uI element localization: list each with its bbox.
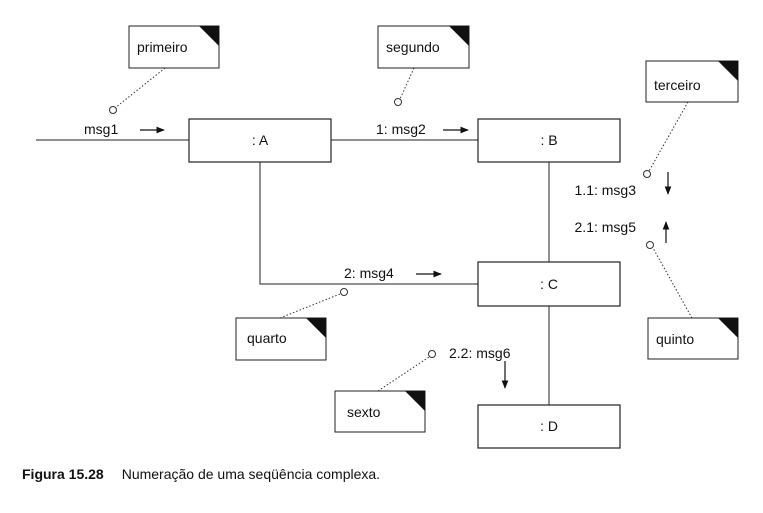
object-d-label: : D bbox=[540, 418, 558, 434]
link-a-c bbox=[259, 162, 478, 285]
figure-caption: Figura 15.28 Numeração de uma seqüência c… bbox=[22, 466, 380, 482]
note-corner-icon bbox=[306, 318, 326, 338]
note-corner-icon bbox=[718, 318, 738, 338]
note-anchor-primeiro bbox=[109, 106, 117, 114]
note-quinto-label: quinto bbox=[656, 331, 694, 347]
figure-number: Figura 15.28 bbox=[22, 466, 104, 482]
message-label-msg6: 2.2: msg6 bbox=[449, 345, 511, 361]
note-corner-icon bbox=[449, 26, 469, 46]
object-a-label: : A bbox=[252, 132, 269, 148]
object-d[interactable]: : D bbox=[477, 404, 621, 449]
note-quarto[interactable]: quarto bbox=[235, 317, 327, 361]
note-primeiro[interactable]: primeiro bbox=[128, 25, 220, 69]
note-segundo-label: segundo bbox=[386, 39, 440, 55]
object-c[interactable]: : C bbox=[477, 261, 621, 307]
message-label-msg5: 2.1: msg5 bbox=[575, 219, 637, 235]
note-corner-icon bbox=[718, 61, 738, 81]
figure-caption-text: Numeração de uma seqüência complexa. bbox=[121, 466, 381, 482]
note-quinto[interactable]: quinto bbox=[647, 317, 739, 360]
note-corner-icon bbox=[199, 26, 219, 46]
object-b[interactable]: : B bbox=[477, 118, 621, 163]
collaboration-diagram: : A : B : C : D msg1 1: msg2 1.1: msg3 2… bbox=[36, 25, 739, 449]
note-primeiro-label: primeiro bbox=[137, 39, 188, 55]
note-anchor-quarto bbox=[340, 288, 348, 296]
note-anchor-terceiro bbox=[643, 170, 651, 178]
note-anchor-segundo bbox=[394, 98, 402, 106]
note-sexto[interactable]: sexto bbox=[334, 390, 426, 433]
object-b-label: : B bbox=[540, 132, 557, 148]
note-quarto-label: quarto bbox=[247, 330, 287, 346]
note-sexto-label: sexto bbox=[347, 404, 381, 420]
object-a[interactable]: : A bbox=[188, 118, 332, 163]
message-label-msg1: msg1 bbox=[84, 121, 118, 137]
note-segundo[interactable]: segundo bbox=[377, 25, 470, 69]
note-terceiro[interactable]: terceiro bbox=[645, 60, 739, 103]
note-anchor-quinto bbox=[646, 241, 654, 249]
message-label-msg3: 1.1: msg3 bbox=[575, 182, 637, 198]
note-corner-icon bbox=[405, 391, 425, 411]
object-c-label: : C bbox=[540, 276, 558, 292]
message-label-msg2: 1: msg2 bbox=[376, 121, 426, 137]
message-label-msg4: 2: msg4 bbox=[344, 265, 394, 281]
note-terceiro-label: terceiro bbox=[654, 77, 701, 93]
note-anchor-sexto bbox=[428, 350, 436, 358]
